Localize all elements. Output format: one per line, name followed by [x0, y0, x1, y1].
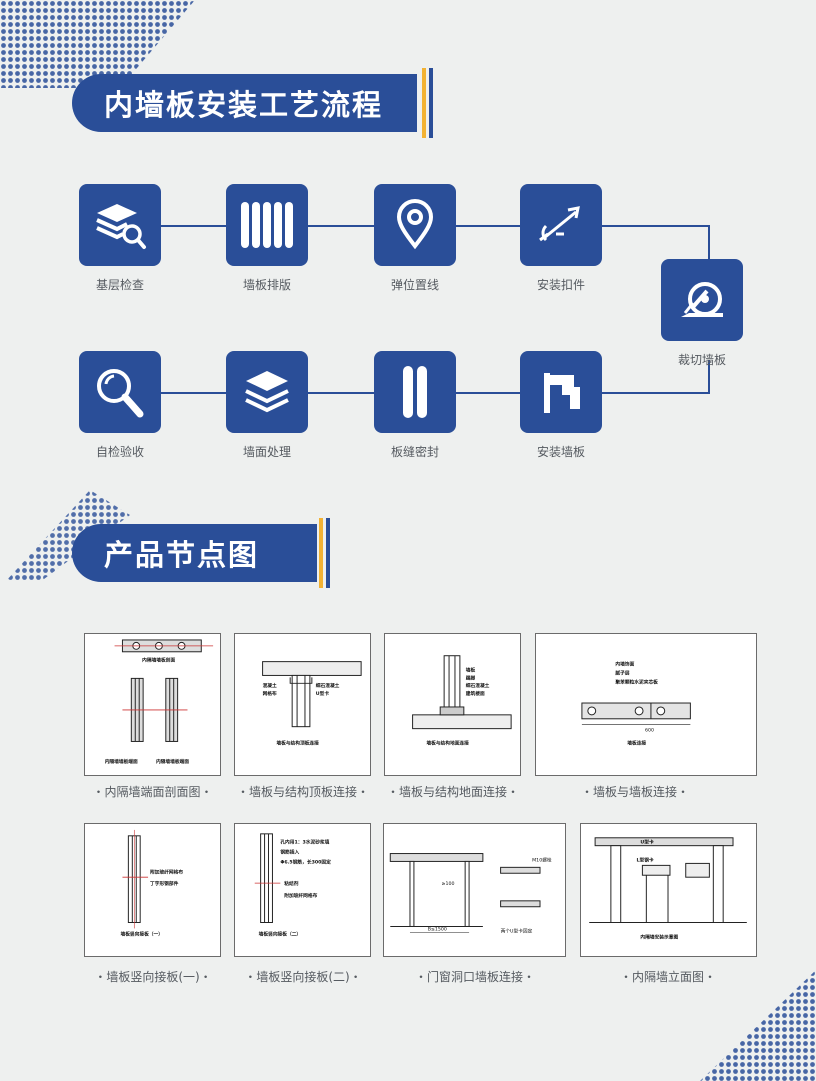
- drawing-caption-5: ・墙板竖向接板(一)・: [94, 970, 212, 984]
- section-header-process: 内墙板安装工艺流程: [72, 68, 433, 138]
- drawing-2-label-c: 细石混凝土: [316, 682, 340, 689]
- fastener-icon: [539, 206, 580, 242]
- step-label: 弹位置线: [390, 278, 439, 292]
- drawing-3-label-c: 细石混凝土: [466, 682, 490, 689]
- drawing-caption-8: ・内隔墙立面图・: [619, 970, 716, 984]
- drawing-3-label-a: 墙板: [466, 666, 476, 673]
- step-label: 安装墙板: [536, 445, 585, 459]
- drawing-5-label-a: 附加玻纤网格布: [150, 868, 183, 875]
- drawing-2-label-d: U型卡: [316, 690, 330, 697]
- drawing-3-label-d: 建筑楼面: [466, 690, 485, 697]
- step-tile: [374, 184, 456, 266]
- section-title-nodes: 产品节点图: [104, 538, 260, 572]
- drawing-card-4: 内墙饰面 腻子层 聚苯颗粒水泥夹芯板 600 墙板连接: [535, 633, 757, 776]
- drawing-caption-6: ・墙板竖向接板(二)・: [244, 970, 362, 984]
- step-label: 板缝密封: [390, 445, 439, 459]
- drawing-card-6: 孔内用1：3水泥砂浆填 钢筋插入 Φ6.5钢筋，长300固定 粘结剂 附加玻纤网…: [234, 823, 371, 957]
- step-tile: [374, 351, 456, 433]
- process-step-9: 自检验收: [65, 351, 175, 460]
- accent-bar-blue: [429, 68, 433, 138]
- drawing-4-label-e: 墙板连接: [627, 739, 646, 746]
- drawing-4-label-a: 内墙饰面: [615, 661, 634, 668]
- drawing-card-8: U型卡 L型钢卡 内隔墙安装示意图: [580, 823, 757, 957]
- accent-bar-yellow: [422, 68, 426, 138]
- step-label: 基层检查: [95, 278, 144, 292]
- step-label: 自检验收: [95, 445, 144, 459]
- drawing-5-label-c: 墙板竖向接板（一）: [120, 930, 162, 937]
- wall-panel-icon: [544, 373, 580, 413]
- panel-columns-icon: [241, 202, 293, 248]
- drawing-7-label-c: M10螺栓: [532, 856, 552, 863]
- accent-bar-blue: [326, 518, 330, 588]
- process-step-1: 基层检查: [65, 184, 175, 293]
- drawing-2-label-b: 网格布: [263, 690, 277, 697]
- drawing-8-label-c: 内隔墙安装示意图: [640, 933, 678, 940]
- layers-search-icon: [96, 204, 146, 249]
- section-header-nodes: 产品节点图: [72, 518, 330, 588]
- drawing-5-label-b: 丁字形钢部件: [150, 880, 179, 887]
- step-tile: [520, 351, 602, 433]
- drawing-6-label-e: 附加玻纤网格布: [284, 892, 317, 899]
- step-label: 裁切墙板: [677, 353, 726, 367]
- drawing-card-3: 墙板 踢脚 细石混凝土 建筑楼面 墙板与结构地面连接: [384, 633, 521, 776]
- drawing-card-7: B≤1500 ≥100 M10螺栓 两个U型卡固定: [383, 823, 566, 957]
- drawing-3-label-e: 墙板与结构地面连接: [426, 739, 469, 746]
- drawing-card-2: 混凝土 网格布 细石混凝土 U型卡 墙板与结构顶板连接: [234, 633, 371, 776]
- drawing-8-label-b: L型钢卡: [636, 856, 653, 863]
- process-step-5: 裁切墙板: [647, 259, 757, 368]
- step-label: 墙板排版: [242, 278, 291, 292]
- drawing-7-label-d: 两个U型卡固定: [501, 927, 533, 934]
- drawing-6-label-d: 粘结剂: [284, 880, 298, 887]
- drawing-8-label-a: U型卡: [640, 839, 654, 846]
- step-tile: [79, 184, 161, 266]
- drawing-6-label-c: Φ6.5钢筋，长300固定: [280, 858, 331, 865]
- step-tile: [79, 351, 161, 433]
- process-step-3: 弹位置线: [360, 184, 470, 293]
- drawing-7-label-b: ≥100: [442, 881, 455, 887]
- decorative-dots-top: [0, 0, 195, 88]
- drawing-caption-4: ・墙板与墙板连接・: [580, 785, 689, 799]
- magnifier-icon: [97, 369, 144, 418]
- drawing-4-label-b: 腻子层: [615, 669, 629, 676]
- step-tile: [226, 184, 308, 266]
- location-pin-icon: [396, 199, 434, 250]
- drawing-4-label-d: 600: [645, 728, 654, 734]
- drawing-2-label-a: 混凝土: [263, 682, 277, 689]
- drawing-6-label-a: 孔内用1：3水泥砂浆填: [280, 839, 329, 846]
- step-tile: [661, 259, 743, 341]
- drawing-2-label-e: 墙板与结构顶板连接: [276, 739, 319, 746]
- section-title-process: 内墙板安装工艺流程: [104, 88, 384, 122]
- drawing-caption-3: ・墙板与结构地面连接・: [386, 785, 519, 799]
- layers-icon: [245, 371, 289, 413]
- drawing-card-5: 附加玻纤网格布 丁字形钢部件 墙板竖向接板（一）: [84, 823, 221, 957]
- drawing-6-label-f: 墙板竖向接板（二）: [259, 930, 301, 937]
- process-step-2: 墙板排版: [212, 184, 322, 293]
- decorative-dots-bottom: [700, 970, 816, 1081]
- drawing-caption-1: ・内隔墙端面剖面图・: [92, 785, 213, 799]
- drawing-6-label-b: 钢筋插入: [280, 849, 299, 856]
- drawing-card-1: 内隔墙墙板端面 内隔墙墙板端面 内隔墙墙板剖面: [84, 633, 221, 776]
- drawing-4-label-c: 聚苯颗粒水泥夹芯板: [614, 678, 658, 685]
- decorative-dots-mid: [5, 490, 130, 582]
- drawing-3-label-b: 踢脚: [466, 674, 476, 681]
- drawing-1-label-b: 内隔墙墙板端面: [156, 758, 189, 765]
- drawing-1-label-c: 内隔墙墙板剖面: [142, 657, 175, 664]
- drawing-7-label-a: B≤1500: [428, 926, 447, 932]
- process-step-6: 安装墙板: [506, 351, 616, 460]
- connector-right-top: [708, 225, 710, 265]
- step-label: 安装扣件: [536, 278, 585, 292]
- accent-bar-yellow: [319, 518, 323, 588]
- process-step-8: 墙面处理: [212, 351, 322, 460]
- process-step-7: 板缝密封: [360, 351, 470, 460]
- step-tile: [520, 184, 602, 266]
- step-tile: [226, 351, 308, 433]
- drawing-caption-2: ・墙板与结构顶板连接・: [236, 785, 369, 799]
- process-step-4: 安装扣件: [506, 184, 616, 293]
- drawing-caption-7: ・门窗洞口墙板连接・: [414, 970, 535, 984]
- drawing-1-label-a: 内隔墙墙板端面: [105, 758, 138, 765]
- cutting-saw-icon: [681, 282, 723, 317]
- step-label: 墙面处理: [242, 445, 291, 459]
- connector-right-bottom: [708, 360, 710, 393]
- seam-seal-icon: [403, 366, 427, 418]
